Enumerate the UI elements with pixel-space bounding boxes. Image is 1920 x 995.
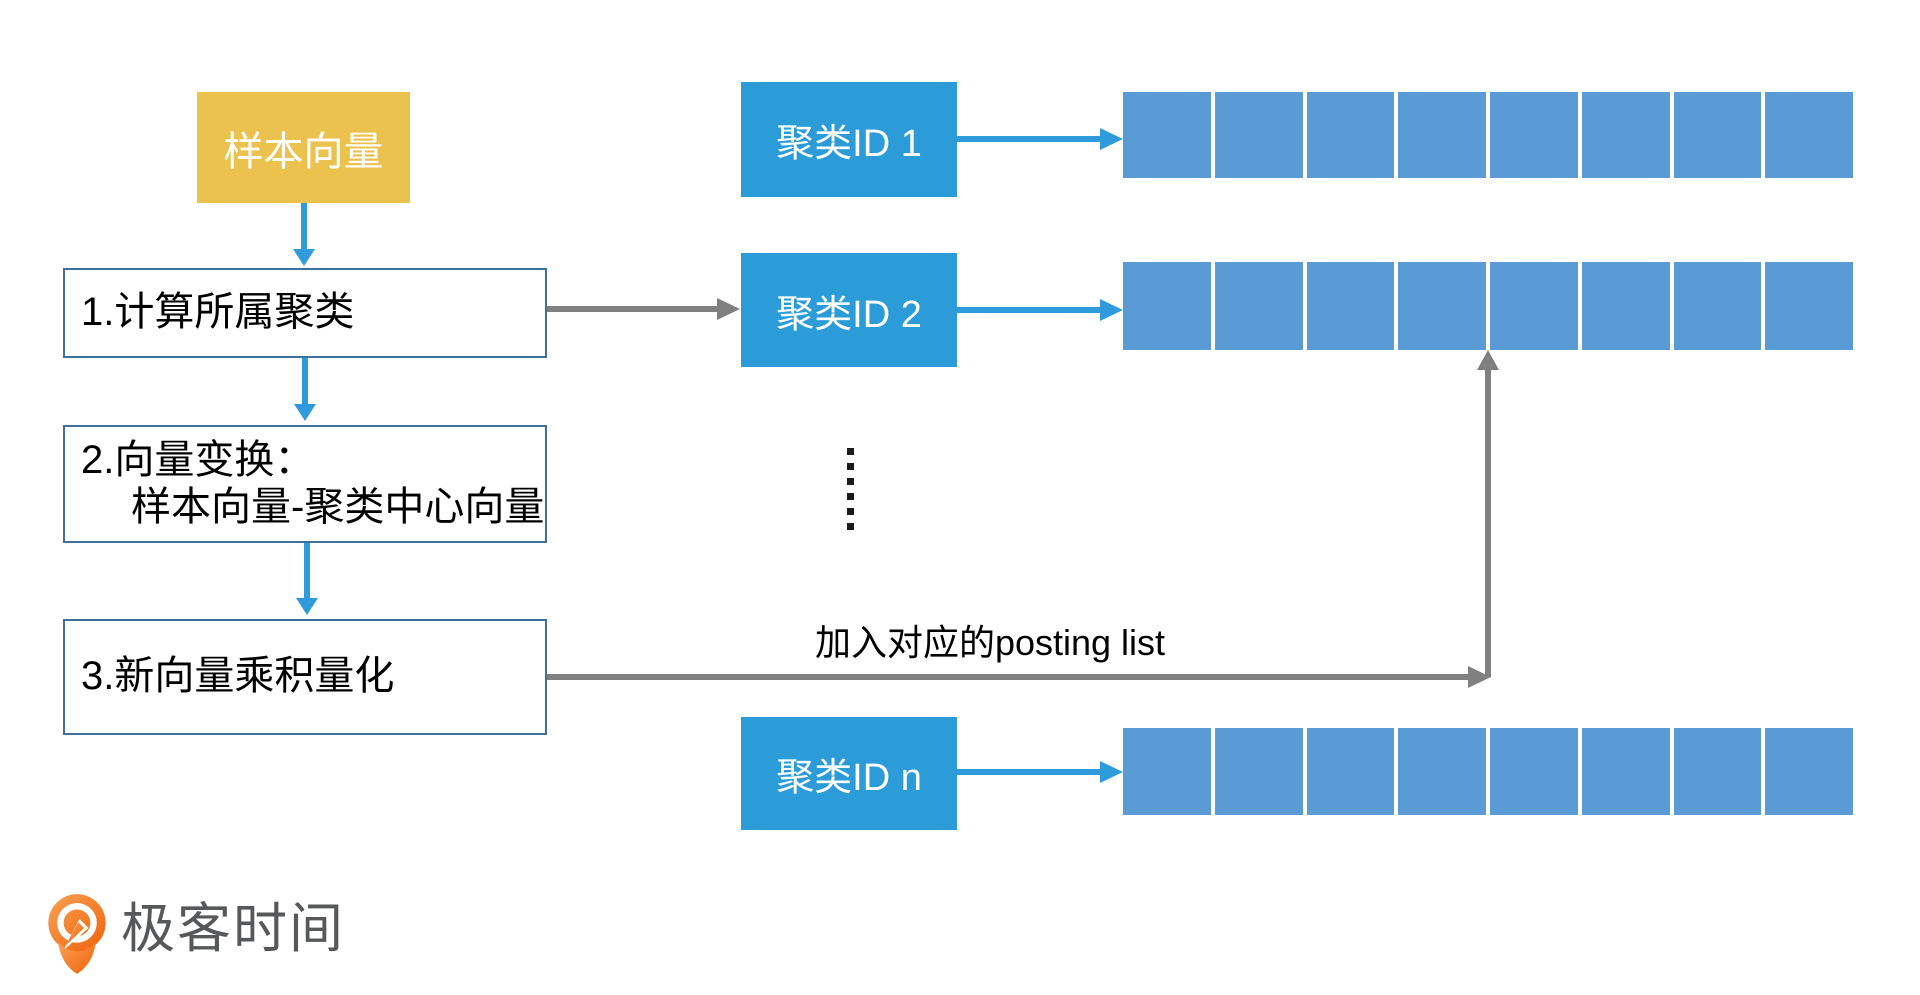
arrow-sample-to-step1-line (301, 203, 307, 251)
posting-list-cell (1490, 92, 1578, 178)
step3-box: 3.新向量乘积量化 (63, 619, 547, 735)
step1-box: 1.计算所属聚类 (63, 268, 547, 358)
arrow-clustern-to-rown-line (953, 769, 1100, 775)
step3-label: 3.新向量乘积量化 (81, 654, 395, 699)
posting-list-cell (1123, 728, 1211, 815)
posting-list-cell (1581, 92, 1670, 178)
arrow-step2-to-step3-head (296, 598, 318, 615)
posting-list-cell (1581, 262, 1670, 350)
arrow-step2-to-step3-line (304, 543, 310, 599)
arrow-cluster2-to-row2-head (1100, 299, 1123, 321)
posting-list-cell (1673, 728, 1762, 815)
vertical-ellipsis (847, 448, 854, 530)
step2-label-line2: 样本向量-聚类中心向量 (131, 485, 545, 529)
cluster-idn-box: 聚类ID n (741, 717, 957, 830)
ellipsis-dot (847, 493, 854, 500)
posting-list-cell (1214, 728, 1303, 815)
cluster-id2-label: 聚类ID 2 (776, 293, 922, 336)
posting-list-cell (1398, 262, 1486, 350)
arrow-step1-to-cluster2-line (547, 306, 719, 312)
cluster-idn-label: 聚类ID n (776, 757, 922, 799)
posting-list-cell (1123, 92, 1211, 178)
arrow-cluster2-to-row2-line (957, 307, 1100, 313)
posting-list-cell (1123, 262, 1211, 350)
sample-vector-box: 样本向量 (197, 92, 410, 203)
arrow-step1-to-cluster2-head (717, 298, 740, 320)
posting-list-row-n (1123, 728, 1853, 815)
ellipsis-dot (847, 508, 854, 515)
ellipsis-dot (847, 523, 854, 530)
arrow-step3-vertical-head (1477, 350, 1499, 370)
posting-list-cell (1306, 262, 1395, 350)
posting-list-cell (1490, 728, 1578, 815)
posting-list-annotation: 加入对应的posting list (814, 622, 1166, 663)
step2-label-line1: 2.向量变换： (81, 437, 315, 482)
step2-box: 2.向量变换： 样本向量-聚类中心向量 (63, 425, 547, 543)
arrow-step1-to-step2-head (294, 404, 316, 421)
arrow-step1-to-step2-line (302, 358, 308, 405)
posting-list-cell (1490, 262, 1578, 350)
ellipsis-dot (847, 463, 854, 470)
ellipsis-dot (847, 448, 854, 455)
cluster-id1-box: 聚类ID 1 (741, 82, 957, 197)
posting-list-cell (1673, 92, 1762, 178)
geektime-logo-text: 极客时间 (121, 899, 345, 959)
cluster-id1-label: 聚类ID 1 (776, 123, 922, 165)
arrow-sample-to-step1-head (293, 249, 315, 266)
posting-list-cell (1673, 262, 1762, 350)
ellipsis-dot (847, 478, 854, 485)
posting-list-cell (1306, 728, 1395, 815)
posting-list-cell (1398, 728, 1486, 815)
arrow-clustern-to-rown-head (1100, 761, 1123, 783)
arrow-cluster1-to-row1-head (1100, 128, 1123, 150)
posting-list-cell (1765, 262, 1853, 350)
arrow-cluster1-to-row1-line (957, 136, 1100, 142)
geektime-logo-icon (48, 894, 106, 974)
step2-label: 2.向量变换： 样本向量-聚类中心向量 (65, 437, 544, 531)
posting-list-row-2 (1123, 262, 1853, 350)
posting-list-cell (1581, 728, 1670, 815)
sample-vector-label: 样本向量 (223, 129, 384, 174)
posting-list-cell (1306, 92, 1395, 178)
posting-list-cell (1765, 92, 1853, 178)
cluster-id2-box: 聚类ID 2 (741, 253, 957, 367)
posting-list-cell (1214, 262, 1303, 350)
posting-list-row-1 (1123, 92, 1853, 178)
arrow-step3-vertical-line (1485, 368, 1491, 677)
step1-label: 1.计算所属聚类 (81, 290, 355, 335)
arrow-step3-horizontal-line (547, 674, 1470, 680)
posting-list-cell (1398, 92, 1486, 178)
posting-list-cell (1765, 728, 1853, 815)
posting-list-cell (1214, 92, 1303, 178)
geektime-logo: 极客时间 (45, 891, 345, 977)
